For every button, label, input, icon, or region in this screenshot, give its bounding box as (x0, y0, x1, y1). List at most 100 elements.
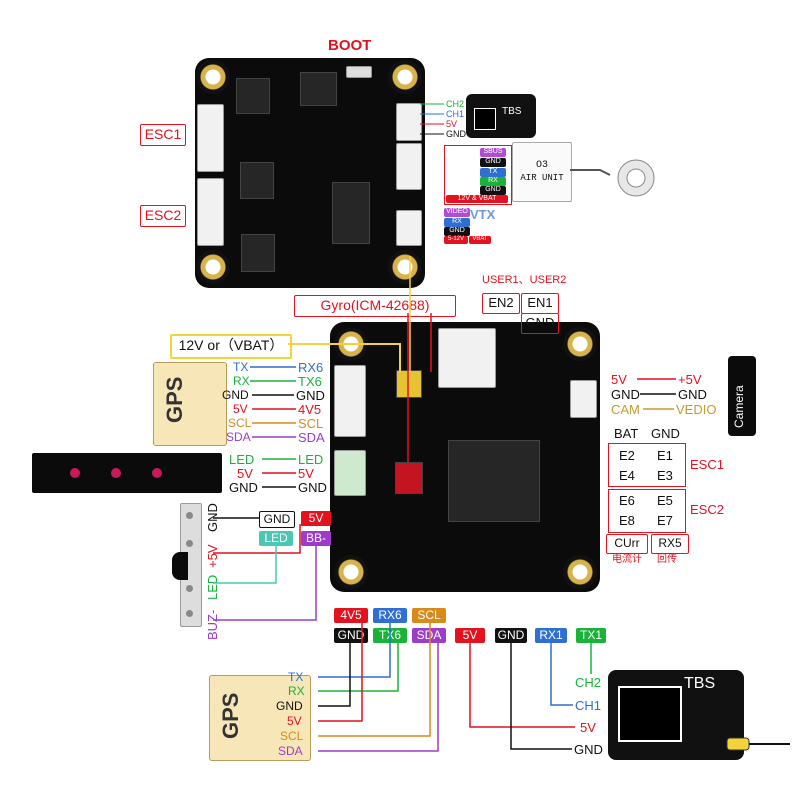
vtx-pin-gnd: GND (444, 227, 470, 236)
buz-wire-bb (213, 545, 317, 621)
gps-right-scl: SCL (298, 416, 324, 431)
gps-bottom-wire-5v (318, 622, 363, 722)
o3-pin-sbus: SBUS (480, 148, 506, 157)
gps-bottom-wire-sda (318, 642, 439, 752)
tbs-connector (396, 103, 422, 141)
mcu-chip (448, 440, 540, 522)
esc2-e7: E7 (657, 513, 673, 528)
led-right-gnd: GND (298, 480, 327, 495)
gps-bottom-wire-rx (318, 642, 399, 692)
o3-power: 12V & VBAT (446, 195, 508, 203)
cam-left-cam: CAM (611, 402, 640, 417)
gps-right-sda: SDA (298, 430, 325, 445)
buzzer-pad (186, 540, 193, 547)
chip (618, 686, 682, 742)
led-connector (334, 450, 366, 496)
o3-air-unit: O3 AIR UNIT (512, 142, 572, 202)
esc1-pad-label: ESC1 (690, 457, 724, 472)
gps-left-sda: SDA (226, 430, 251, 444)
tbs-pin-gnd: GND (446, 129, 466, 139)
gps-bottom-wire-tx (318, 622, 391, 678)
boot-label: BOOT (328, 37, 372, 54)
user-label: USER1、USER2 (482, 274, 567, 286)
gyro-label: Gyro(ICM-42688) (294, 295, 456, 317)
gps-right-tx6: TX6 (298, 374, 322, 389)
vtx-pin-rx: RX (444, 218, 470, 227)
o3-pin-gnd: GND (480, 158, 506, 167)
led-left-led: LED (229, 452, 255, 467)
chip (396, 370, 422, 398)
power-wire (288, 343, 401, 372)
tag-rx-5v: 5V (455, 628, 485, 643)
cam-left-5v: 5V (611, 372, 627, 387)
buz-tag-led: LED (259, 531, 293, 546)
esc1-e3: E3 (657, 468, 673, 483)
power-label: 12V or（VBAT） (170, 334, 292, 359)
en2-label: EN2 (482, 293, 520, 314)
camera-connector (570, 380, 597, 418)
tbs-bottom-gnd: GND (574, 742, 603, 757)
gps-left-gnd: GND (222, 388, 249, 402)
tag-gnd: GND (334, 628, 368, 643)
led-dot (111, 468, 121, 478)
cam-right-vedio: VEDIO (676, 402, 717, 417)
led-dot (152, 468, 162, 478)
buzzer-disc (172, 552, 188, 580)
buzzer-pad (186, 610, 193, 617)
tag-4v5: 4V5 (334, 608, 368, 623)
gps-left-rx: RX (233, 374, 250, 388)
tbs-antenna-connector (726, 737, 750, 751)
esc1-connector (197, 104, 224, 172)
buz-wire-led (213, 545, 277, 584)
mount-hole (196, 250, 230, 284)
tag-rx6: RX6 (373, 608, 407, 623)
cam-right-5v: +5V (678, 372, 702, 387)
o3-line2: AIR UNIT (520, 173, 564, 183)
o3-antenna (570, 169, 611, 176)
gps-bottom-5v: 5V (287, 714, 302, 728)
gps-bottom-sda: SDA (278, 744, 303, 758)
mount-hole (563, 555, 597, 589)
gps-bottom-gnd: GND (276, 699, 303, 713)
buzzer-pad (186, 512, 193, 519)
gps-left-scl: SCL (228, 416, 252, 430)
tbs-bottom-ch2: CH2 (575, 675, 602, 690)
vtx-pin-video: VIDEO (444, 208, 470, 217)
tag-sda: SDA (412, 628, 446, 643)
curr-cn-label: 电流计 (612, 554, 642, 565)
chip (300, 72, 337, 106)
gps-bottom-wire-gnd (318, 642, 351, 707)
en-gnd-label: GND (521, 313, 559, 334)
led-strip (32, 453, 222, 493)
led-right-5v: 5V (298, 466, 314, 481)
esc2-pad-label: ESC2 (690, 502, 724, 517)
buz-tag-gnd: GND (259, 511, 295, 528)
tag-scl: SCL (412, 608, 446, 623)
chip (241, 234, 275, 272)
gps-module-left (153, 362, 227, 446)
buz-tag-5v: 5V (301, 511, 331, 526)
esc2-e8: E8 (619, 513, 635, 528)
gps-left-tx: TX (233, 360, 249, 374)
vtx-pin-5-12v: 5-12V (444, 236, 468, 244)
esc1-e1: E1 (657, 448, 673, 463)
esc2-label: ESC2 (140, 205, 186, 227)
vtx-label: VTX (470, 207, 496, 222)
vtx-pin-vbat: VBAT (469, 236, 491, 244)
buz-wire-5v (213, 524, 316, 554)
gyro-chip (395, 462, 423, 494)
rx-wire-5v (469, 642, 575, 728)
esc2-e5: E5 (657, 493, 673, 508)
esc-header-bat: BAT (614, 426, 639, 441)
tag-tx1: TX1 (576, 628, 606, 643)
usb-c-port (438, 328, 496, 388)
tag-rx-gnd: GND (495, 628, 527, 643)
vtx-connector (396, 210, 422, 246)
gps-left-5v: 5V (233, 402, 248, 416)
camera (728, 356, 756, 436)
mount-hole (196, 60, 230, 94)
o3-pin-tx: TX (480, 168, 506, 177)
esc1-label: ESC1 (140, 124, 186, 146)
gps-bottom-rx: RX (288, 684, 305, 698)
